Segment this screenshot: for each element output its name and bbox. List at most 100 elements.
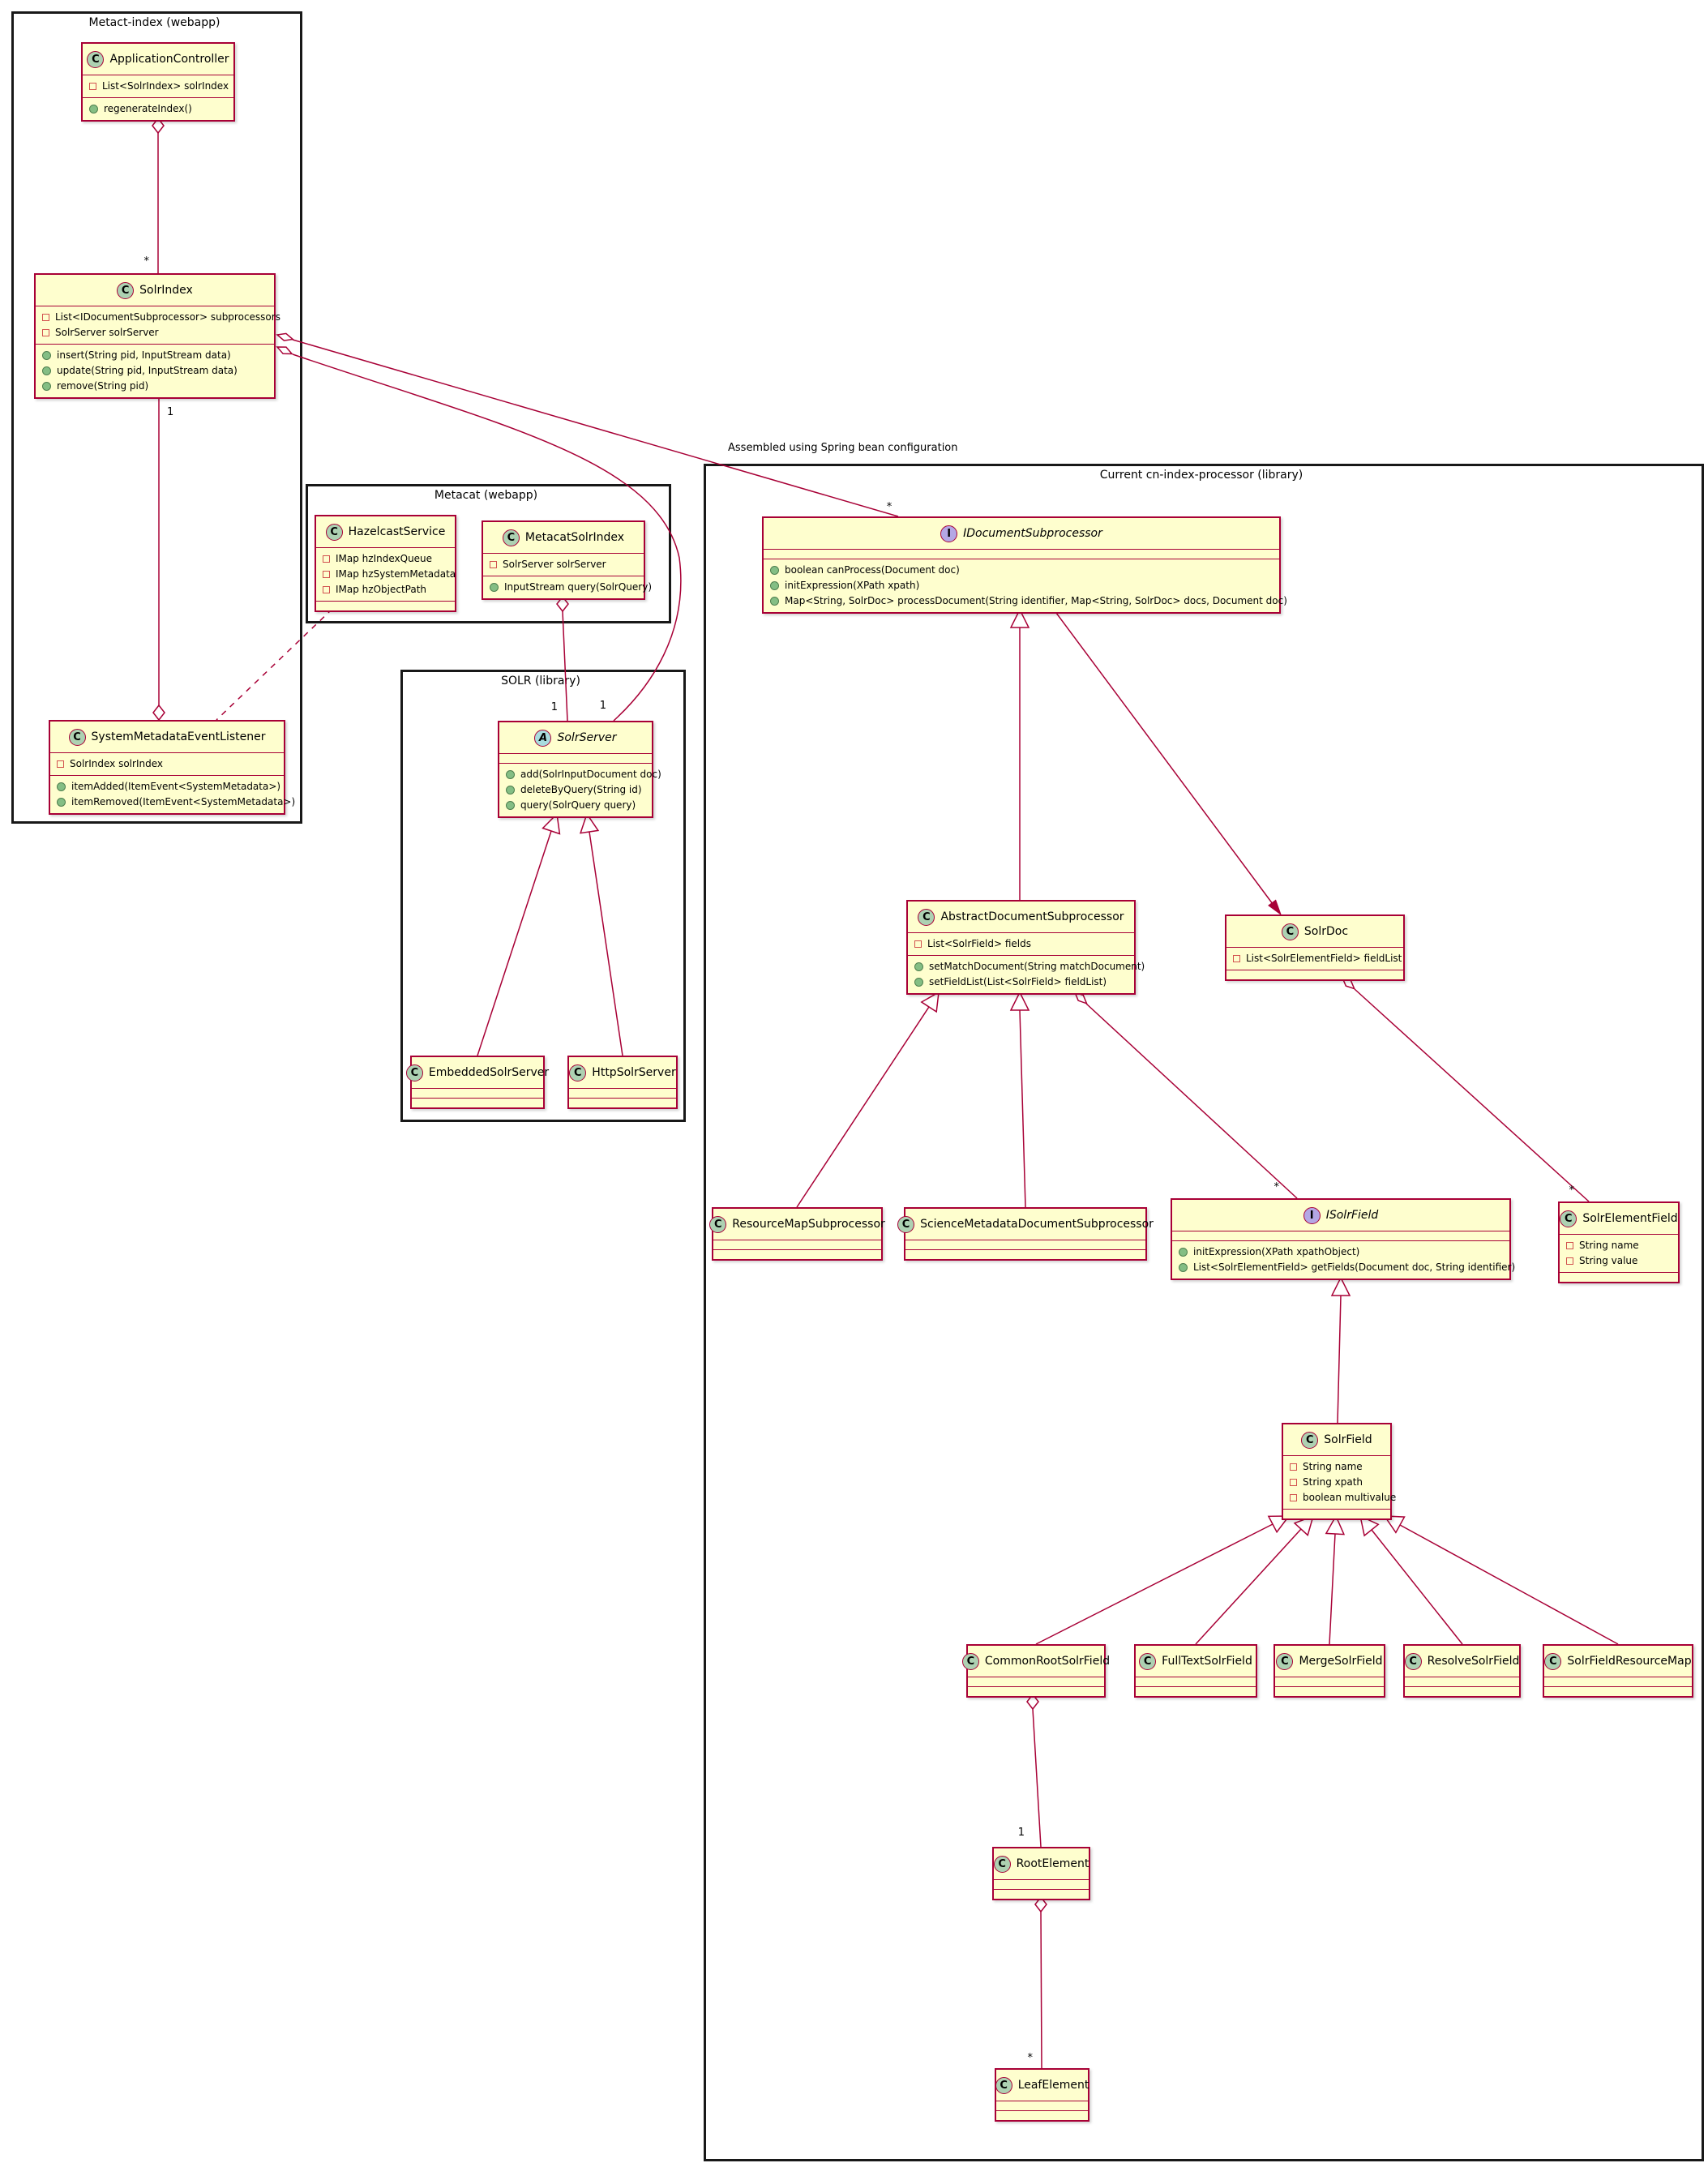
class-science-metadata-document-subprocessor: C ScienceMetadataDocumentSubprocessor	[897, 1207, 1154, 1261]
method-row: boolean canProcess(Document doc)	[770, 563, 1273, 578]
method-text: initExpression(XPath xpathObject)	[1193, 1246, 1360, 1257]
method-row: List<SolrElementField> getFields(Documen…	[1179, 1260, 1515, 1275]
empty-methods-compartment	[1136, 1686, 1256, 1696]
method-visibility-icon	[1179, 1248, 1188, 1257]
class-name: RootElement	[1016, 1857, 1089, 1870]
class-name: SolrField	[1324, 1433, 1372, 1446]
field-row: IMap hzIndexQueue	[323, 551, 448, 567]
field-text: String name	[1579, 1240, 1639, 1251]
empty-fields-compartment	[412, 1088, 543, 1098]
class-name: CommonRootSolrField	[984, 1655, 1111, 1668]
field-visibility-icon	[57, 760, 64, 768]
field-text: List<SolrElementField> fieldList	[1246, 953, 1402, 964]
field-text: String xpath	[1303, 1476, 1363, 1488]
field-visibility-icon	[89, 83, 96, 90]
field-visibility-icon	[1566, 1242, 1573, 1249]
empty-fields-compartment	[713, 1240, 881, 1249]
field-row: String name	[1290, 1459, 1384, 1475]
empty-fields-compartment	[1405, 1677, 1519, 1686]
field-text: List<SolrField> fields	[927, 938, 1031, 949]
field-text: String value	[1579, 1255, 1638, 1266]
edge-label-assembled: Assembled using Spring bean configuratio…	[728, 442, 958, 454]
class-name: SystemMetadataEventListener	[91, 730, 266, 743]
field-text: SolrServer solrServer	[55, 327, 159, 338]
class-name: ResolveSolrField	[1427, 1655, 1520, 1668]
class-name: SolrFieldResourceMap	[1567, 1655, 1692, 1668]
method-text: query(SolrQuery query)	[520, 799, 636, 811]
field-visibility-icon	[1233, 955, 1240, 962]
field-visibility-icon	[1290, 1479, 1297, 1486]
field-text: String name	[1303, 1461, 1363, 1472]
method-row: itemAdded(ItemEvent<SystemMetadata>)	[57, 779, 280, 795]
class-name: LeafElement	[1017, 2079, 1089, 2092]
field-row: List<SolrField> fields	[914, 936, 1128, 952]
field-row: SolrServer solrServer	[42, 325, 268, 341]
method-row: itemRemoved(ItemEvent<SystemMetadata>)	[57, 795, 295, 810]
class-icon: C	[405, 1064, 423, 1082]
field-text: List<SolrIndex> solrIndex	[102, 80, 229, 92]
class-root-element: C RootElement	[992, 1847, 1090, 1900]
empty-methods-compartment	[905, 1249, 1145, 1259]
interface-icon: I	[1303, 1206, 1321, 1224]
field-visibility-icon	[42, 314, 49, 321]
field-text: IMap hzIndexQueue	[336, 553, 433, 564]
package-metact-index-title: Metact-index (webapp)	[88, 16, 220, 29]
method-text: InputStream query(SolrQuery)	[504, 581, 653, 593]
empty-methods-compartment	[1275, 1686, 1384, 1696]
method-row: initExpression(XPath xpath)	[770, 578, 1273, 593]
method-text: initExpression(XPath xpath)	[785, 580, 920, 591]
empty-methods-compartment	[412, 1098, 543, 1107]
class-name: HttpSolrServer	[592, 1066, 676, 1079]
empty-fields-compartment	[1136, 1677, 1256, 1686]
method-row: deleteByQuery(String id)	[506, 782, 645, 798]
field-row: IMap hzObjectPath	[323, 582, 448, 598]
field-visibility-icon	[490, 561, 497, 568]
class-name: ISolrField	[1325, 1209, 1379, 1222]
method-visibility-icon	[490, 583, 499, 592]
method-row: InputStream query(SolrQuery)	[490, 580, 652, 595]
method-visibility-icon	[42, 366, 51, 375]
class-icon: C	[1544, 1652, 1562, 1670]
method-text: add(SolrInputDocument doc)	[520, 769, 661, 780]
method-visibility-icon	[57, 782, 66, 791]
class-name: FullTextSolrField	[1162, 1655, 1252, 1668]
field-text: IMap hzObjectPath	[336, 584, 427, 595]
class-icon: C	[1276, 1652, 1294, 1670]
method-visibility-icon	[506, 770, 515, 779]
interface-idocument-subprocessor: I IDocumentSubprocessor boolean canProces…	[762, 516, 1287, 614]
class-icon: C	[1139, 1652, 1157, 1670]
empty-fields-compartment	[1544, 1677, 1692, 1686]
class-name: ScienceMetadataDocumentSubprocessor	[920, 1218, 1154, 1231]
class-icon: C	[68, 728, 86, 746]
class-icon: C	[87, 50, 105, 68]
method-text: Map<String, SolrDoc> processDocument(Str…	[785, 595, 1287, 606]
class-icon: C	[569, 1064, 587, 1082]
empty-fields-compartment	[968, 1677, 1104, 1686]
class-icon: C	[897, 1215, 915, 1233]
field-row: String value	[1566, 1253, 1672, 1269]
class-name: MergeSolrField	[1299, 1655, 1383, 1668]
field-row: String name	[1566, 1238, 1672, 1253]
method-text: List<SolrElementField> getFields(Documen…	[1193, 1261, 1516, 1273]
interface-icon: I	[940, 525, 958, 542]
class-name: IDocumentSubprocessor	[963, 527, 1102, 540]
field-row: String xpath	[1290, 1475, 1384, 1490]
method-row: initExpression(XPath xpathObject)	[1179, 1244, 1503, 1260]
method-visibility-icon	[506, 786, 515, 795]
class-icon: C	[993, 1855, 1011, 1873]
method-row: query(SolrQuery query)	[506, 798, 645, 813]
method-row: setMatchDocument(String matchDocument)	[914, 959, 1145, 974]
class-icon: C	[1281, 923, 1299, 940]
method-visibility-icon	[770, 566, 779, 575]
empty-methods-compartment	[994, 1889, 1089, 1899]
